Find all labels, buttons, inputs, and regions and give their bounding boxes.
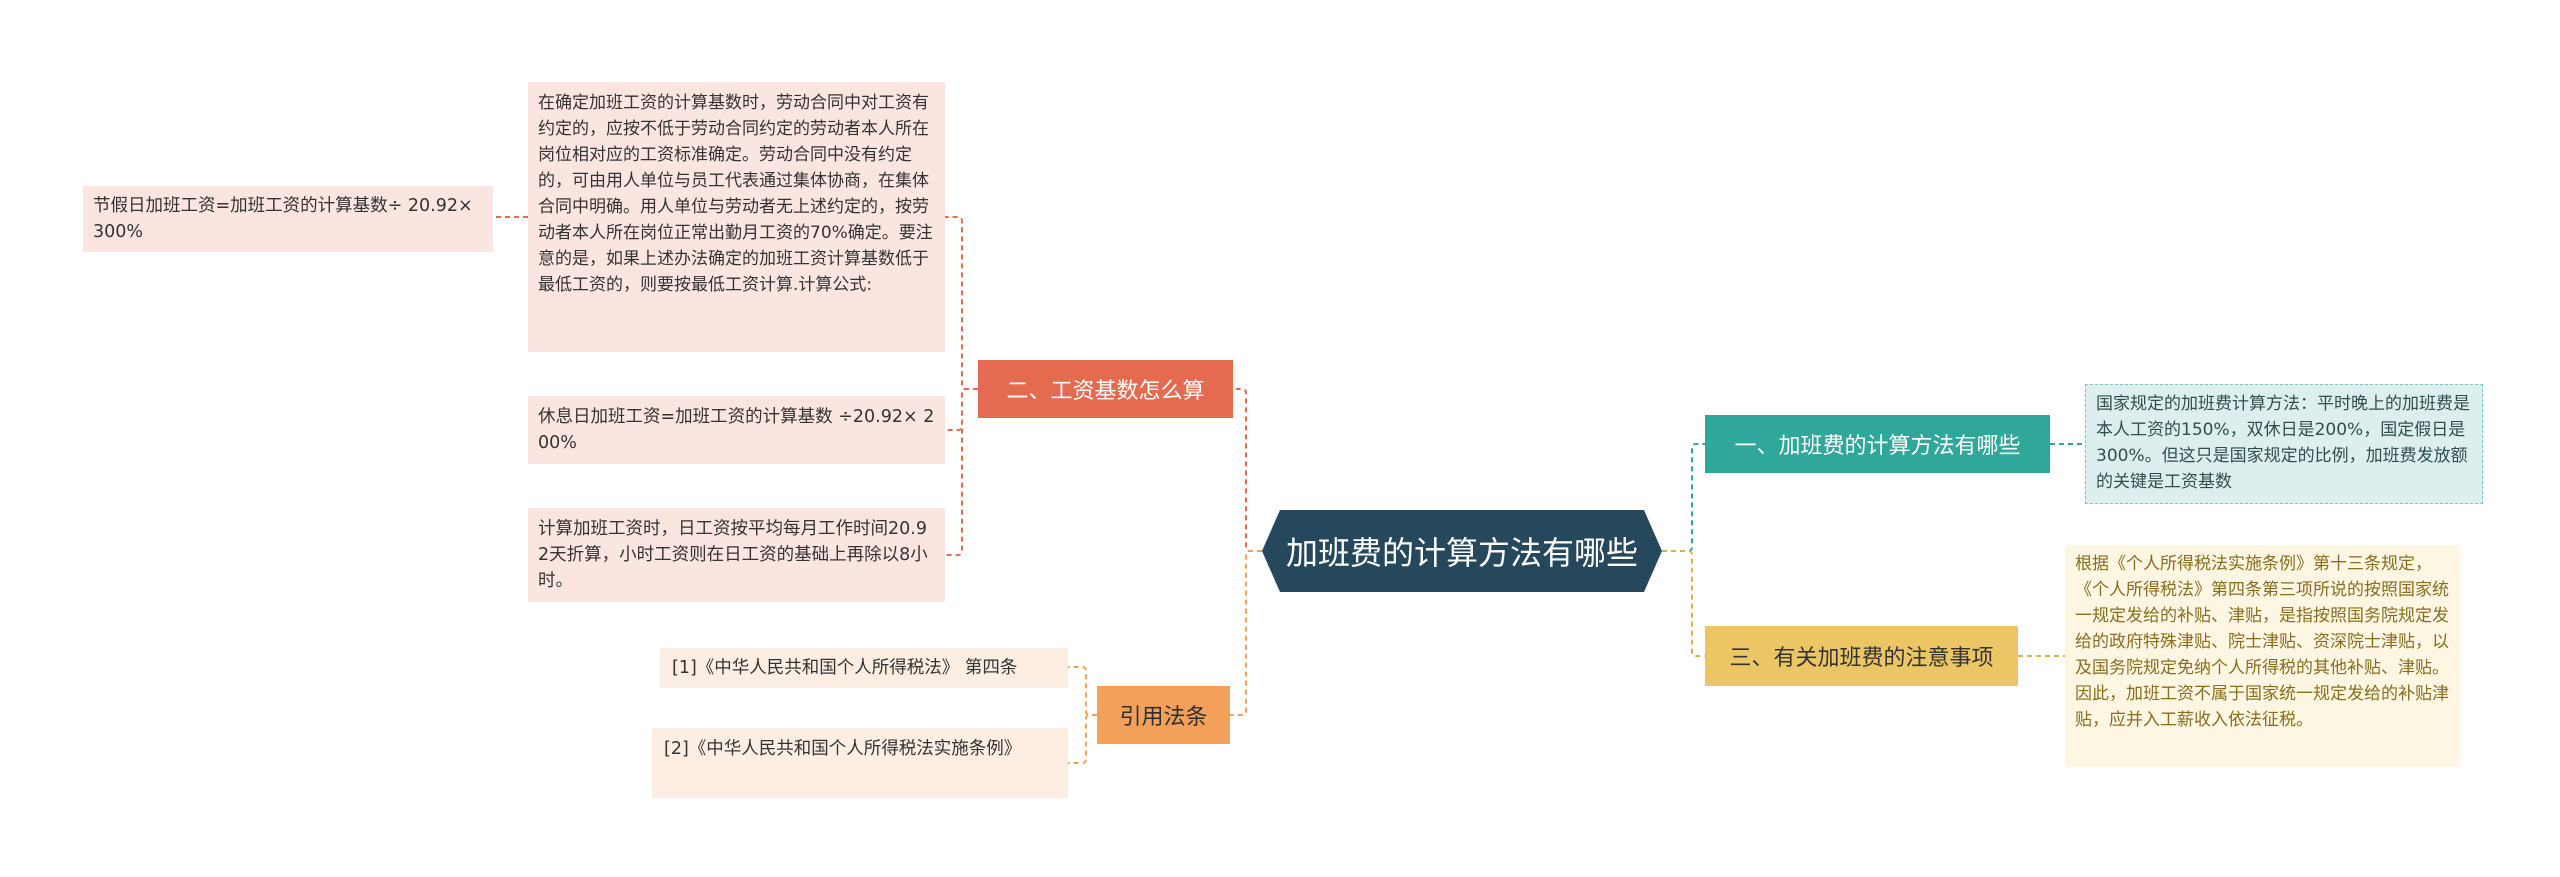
link-wage-main — [945, 216, 978, 390]
leaf-method-detail: 国家规定的加班费计算方法：平时晚上的加班费是本人工资的150%，双休日是200%… — [2085, 384, 2483, 504]
leaf-holiday-formula: 节假日加班工资=加班工资的计算基数÷ 20.92× 300% — [83, 186, 493, 252]
root-topic[interactable]: 加班费的计算方法有哪些 — [1262, 510, 1662, 592]
branch-calculation-method[interactable]: 一、加班费的计算方法有哪些 — [1705, 415, 2050, 473]
leaf-law-ref-2[interactable]: [2]《中华人民共和国个人所得税法实施条例》 — [652, 728, 1068, 798]
leaf-law-ref-1[interactable]: [1]《中华人民共和国个人所得税法》 第四条 — [660, 648, 1068, 688]
link-root-wage — [1233, 388, 1262, 552]
link-law-ref2 — [1068, 714, 1097, 764]
branch-cited-law[interactable]: 引用法条 — [1097, 686, 1230, 744]
branch-wage-base[interactable]: 二、工资基数怎么算 — [978, 360, 1233, 418]
link-root-method — [1662, 443, 1705, 552]
link-root-notes — [1662, 550, 1705, 657]
leaf-wage-base-main: 在确定加班工资的计算基数时，劳动合同中对工资有约定的，应按不低于劳动合同约定的劳… — [528, 82, 945, 352]
link-law-ref1 — [1068, 666, 1097, 716]
link-wage-hourly — [945, 388, 978, 556]
leaf-hourly-note: 计算加班工资时，日工资按平均每月工作时间20.92天折算，小时工资则在日工资的基… — [528, 508, 945, 602]
branch-notes[interactable]: 三、有关加班费的注意事项 — [1705, 626, 2018, 686]
leaf-rest-day-formula: 休息日加班工资=加班工资的计算基数 ÷20.92× 200% — [528, 396, 945, 464]
link-root-law — [1230, 550, 1262, 716]
leaf-notes-detail: 根据《个人所得税法实施条例》第十三条规定，《个人所得税法》第四条第三项所说的按照… — [2065, 545, 2460, 767]
